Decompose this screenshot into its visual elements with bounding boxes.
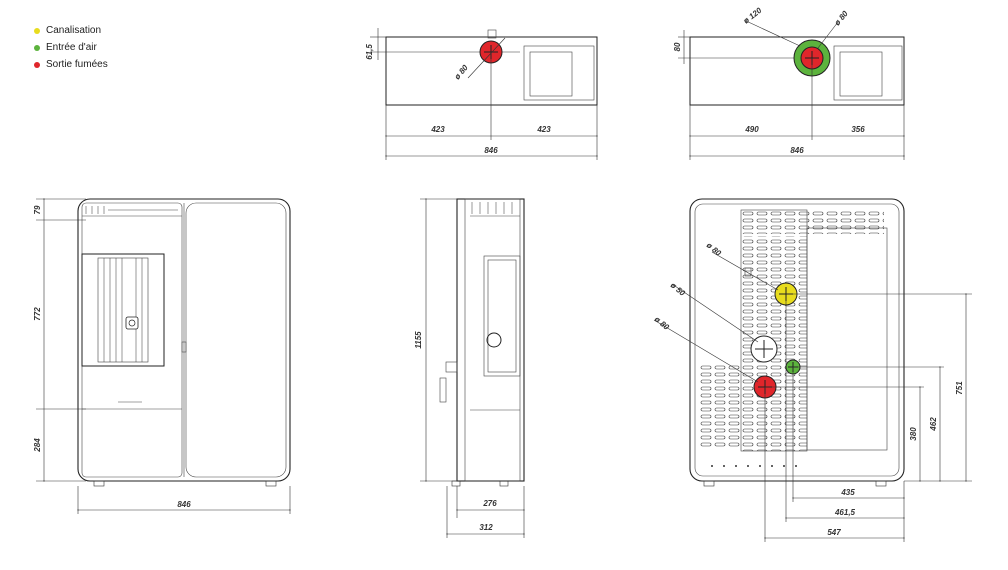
- rear-view-smoke-diameter-label: ø 80: [653, 315, 671, 333]
- front-view-top-height-label: 79: [33, 205, 42, 214]
- side-view-knob-icon: [486, 332, 502, 348]
- front-view-width-label: 846: [177, 500, 191, 509]
- top-view-2-left-label: 490: [744, 125, 759, 134]
- top-view-2: 80 ø 120 ø 80 490 356 846: [673, 6, 905, 160]
- top-view-1-body: [385, 36, 598, 106]
- rear-view-yellow-height-label: 751: [955, 381, 964, 395]
- top-view-1-frame: [523, 45, 595, 101]
- legend-label: Sortie fumées: [46, 59, 108, 70]
- top-view-2-offset-label: 80: [673, 42, 682, 51]
- rear-view-red-height-label: 380: [909, 427, 918, 441]
- front-view-bottom-height-label: 284: [33, 438, 42, 453]
- side-view-depth-2-label: 312: [479, 523, 493, 532]
- top-view-2-total-label: 846: [790, 146, 804, 155]
- legend-item-air-inlet: Entrée d'air: [34, 39, 108, 56]
- brand-logo-icon: [125, 316, 139, 330]
- top-view-2-smoke-diameter-label: ø 80: [833, 9, 851, 27]
- side-view-depth-1-label: 276: [482, 499, 497, 508]
- top-view-2-body: [689, 36, 905, 106]
- top-view-1-diameter-label: ø 80: [453, 63, 471, 81]
- top-view-1-offset-label: 61,5: [365, 44, 374, 60]
- red-dot-icon: [34, 61, 40, 68]
- front-view: 79 772 284 846: [33, 198, 291, 514]
- top-view-2-air-diameter-label: ø 120: [742, 6, 764, 26]
- rear-view-green-height-label: 462: [929, 417, 938, 432]
- top-view-2-right-label: 356: [851, 125, 865, 134]
- side-view: 1155 276 312: [414, 198, 525, 538]
- side-view-body: [456, 198, 525, 482]
- rear-view-width-2-label: 461,5: [834, 508, 856, 517]
- rear-view-width-1-label: 435: [840, 488, 855, 497]
- top-view-1-right-label: 423: [536, 125, 551, 134]
- legend-item-smoke-outlet: Sortie fumées: [34, 56, 108, 73]
- legend-label: Canalisation: [46, 25, 102, 36]
- legend-item-canalisation: Canalisation: [34, 22, 108, 39]
- yellow-dot-icon: [34, 27, 40, 34]
- front-view-mid-height-label: 772: [33, 307, 42, 321]
- legend-label: Entrée d'air: [46, 42, 97, 53]
- green-dot-icon: [34, 44, 40, 51]
- top-view-1: 61,5 ø 80 423 423 846: [365, 28, 598, 160]
- rear-view-air-diameter-label: ø 50: [669, 281, 687, 299]
- front-view-door: [81, 253, 165, 367]
- top-view-1-tab: [487, 29, 497, 39]
- rear-view: ø 80 ø 50 ø 80 751 462 380 435 461,5 547: [653, 198, 972, 542]
- side-view-height-label: 1155: [414, 331, 423, 349]
- rear-view-width-3-label: 547: [827, 528, 841, 537]
- top-view-1-left-label: 423: [430, 125, 445, 134]
- top-view-1-total-label: 846: [484, 146, 498, 155]
- legend: Canalisation Entrée d'air Sortie fumées: [34, 22, 108, 73]
- top-view-1-hatch: [529, 51, 573, 97]
